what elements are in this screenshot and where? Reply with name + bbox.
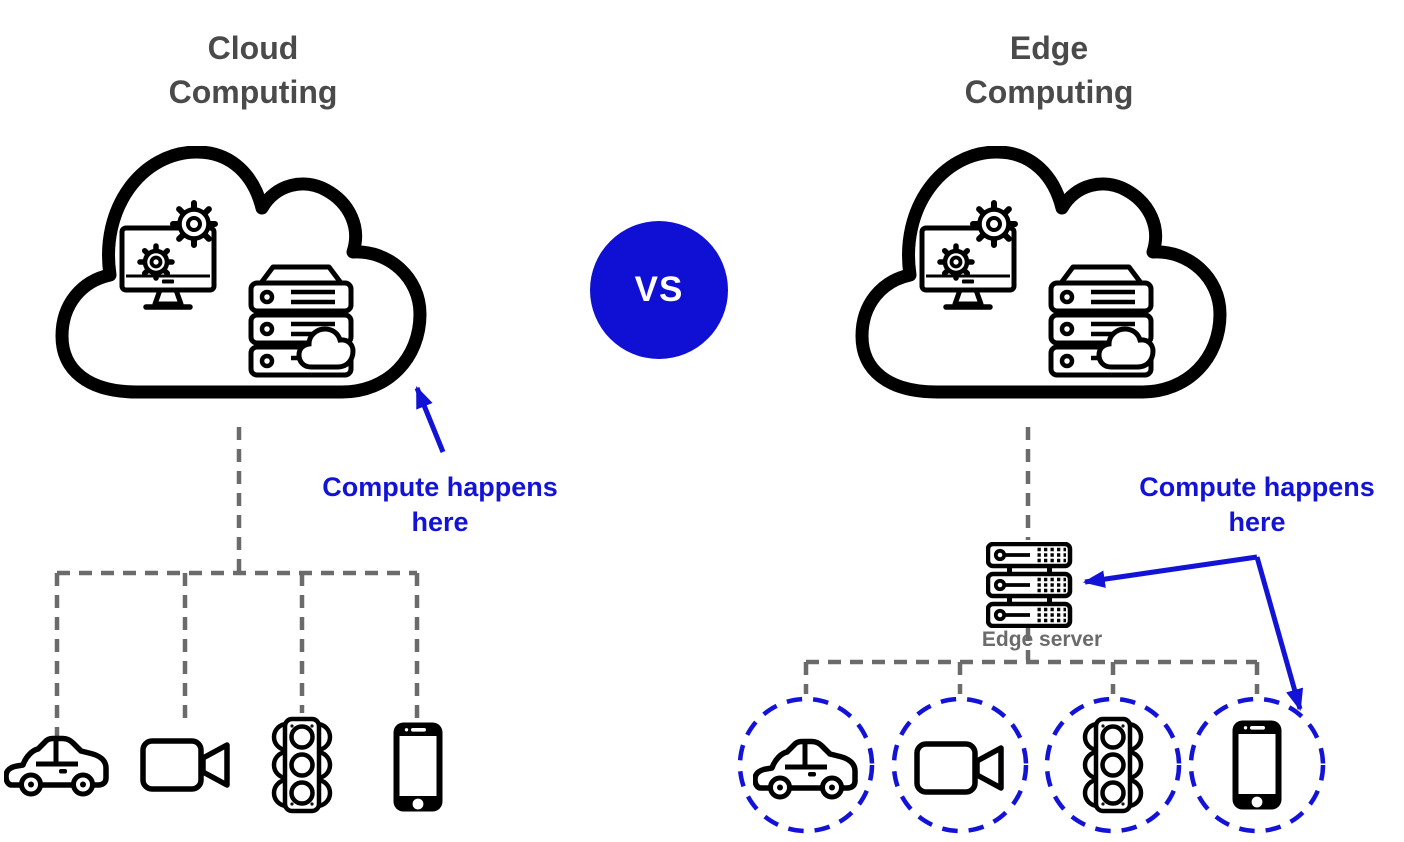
computer-gears-icon (119, 200, 218, 310)
cloud-title-line1: Cloud (207, 30, 299, 66)
cloud-computing-title: Cloud Computing (101, 26, 405, 114)
smartphone-icon (393, 722, 443, 812)
car-icon (4, 735, 109, 797)
edge-title-line2: Computing (964, 74, 1134, 110)
arrow-to-edge-server (1082, 554, 1258, 588)
cloud-title-line2: Computing (168, 74, 338, 110)
computer-gears-icon (919, 200, 1018, 310)
edge-title-line1: Edge (1009, 30, 1089, 66)
traffic-light-icon (271, 716, 333, 814)
edge-computing-title: Edge Computing (897, 26, 1201, 114)
compute-annotation-left-line1: Compute happens (322, 472, 558, 502)
device-circle-traffic-light (1044, 696, 1182, 834)
device-circle-car (737, 696, 875, 834)
cloud-icon-right (855, 146, 1227, 399)
cloud-server-icon (248, 264, 356, 378)
vs-badge: VS (590, 221, 728, 359)
mini-cloud (1096, 326, 1156, 370)
mini-cloud (296, 326, 356, 370)
compute-annotation-right-line1: Compute happens (1139, 472, 1375, 502)
arrow-to-cloud (414, 385, 446, 453)
video-camera-icon (914, 741, 1004, 795)
smartphone-icon (1232, 720, 1282, 810)
car-icon (753, 738, 858, 800)
device-circle-smartphone (1188, 696, 1326, 834)
cloud-icon-left (55, 146, 427, 399)
arrow-to-smartphone-circle (1254, 556, 1304, 712)
vs-label: VS (634, 270, 684, 309)
compute-annotation-right-line2: here (1228, 507, 1286, 537)
compute-annotation-left-line2: here (411, 507, 469, 537)
compute-annotation-right: Compute happens here (1105, 470, 1404, 540)
edge-server-label: Edge server (981, 628, 1103, 651)
edge-server-icon (986, 542, 1073, 628)
cloud-server-icon (1048, 264, 1156, 378)
video-camera-icon (140, 738, 230, 792)
traffic-light-icon (1082, 716, 1144, 814)
device-circle-camera (891, 696, 1029, 834)
compute-annotation-left: Compute happens here (288, 470, 592, 540)
